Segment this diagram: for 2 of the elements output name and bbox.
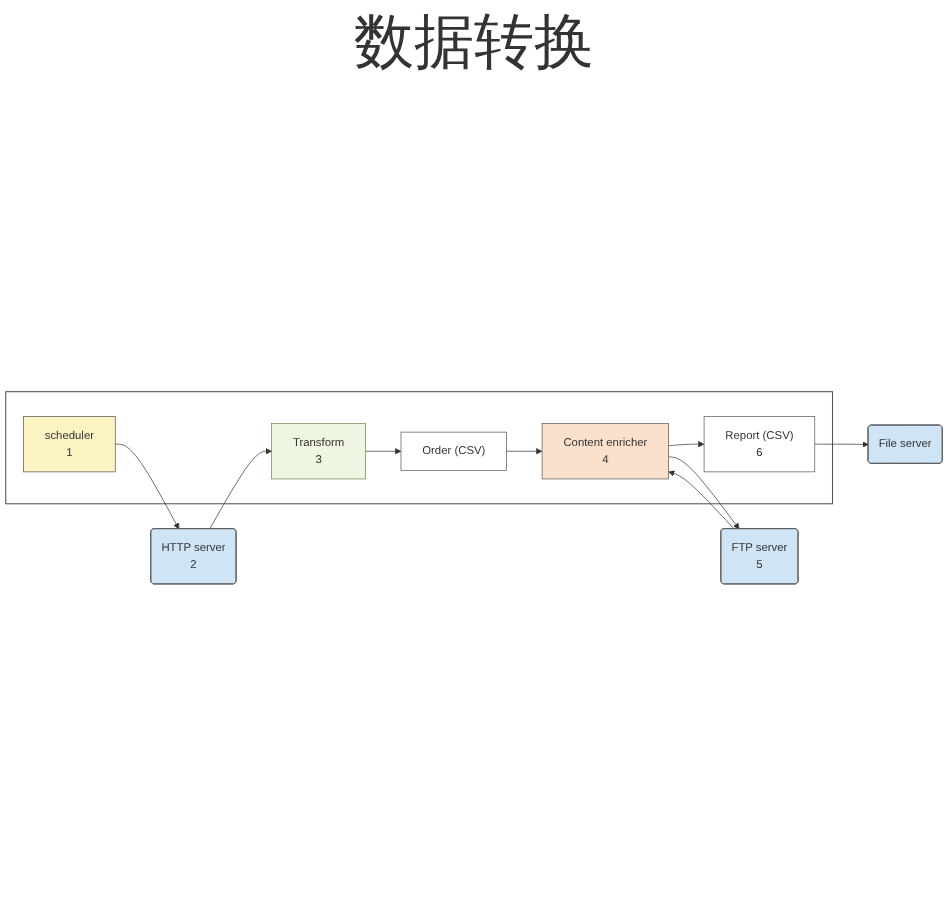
title: 数据转换 [352, 6, 596, 82]
cluster [5, 391, 834, 505]
